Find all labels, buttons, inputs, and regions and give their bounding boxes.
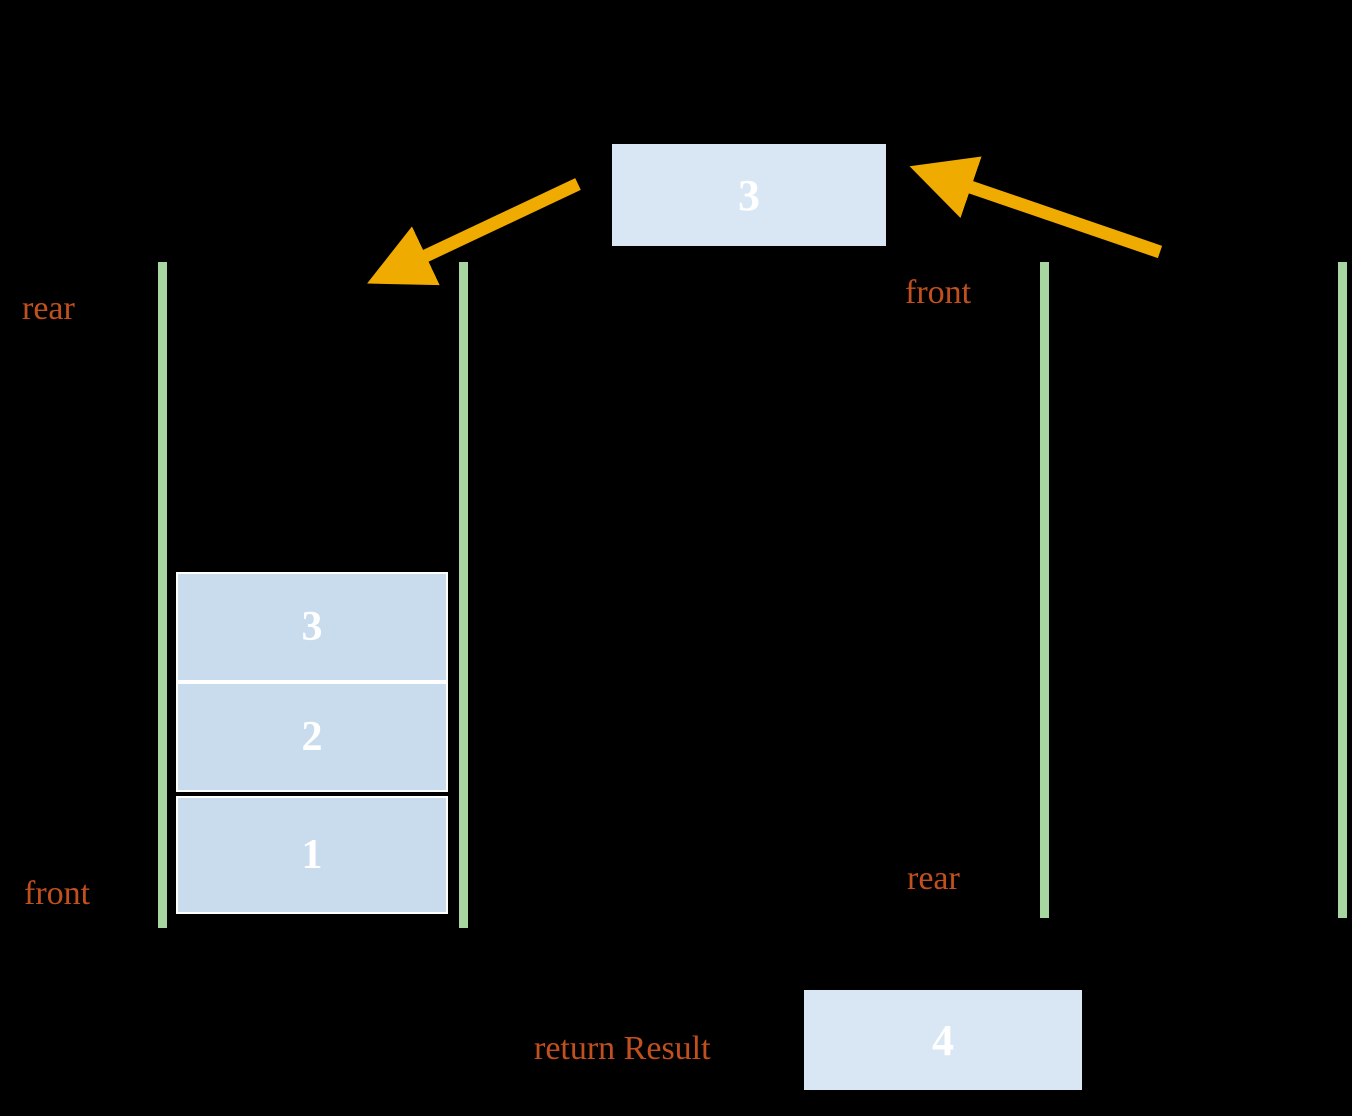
- right-queue-rear-label: rear: [907, 860, 960, 897]
- moving-element-box: 3: [612, 144, 886, 246]
- left-queue-front-label: front: [24, 875, 91, 912]
- return-result-label: return Result: [534, 1030, 711, 1067]
- left-queue-cell-3: 3: [176, 572, 448, 682]
- left-queue-cell-2: 2: [176, 682, 448, 792]
- arrow-to-left-queue: [367, 178, 581, 286]
- left-queue-rail-right: [459, 262, 468, 928]
- left-queue-rear-label: rear: [22, 290, 75, 327]
- right-queue-rail-left: [1040, 262, 1049, 918]
- left-queue-rail-left: [158, 262, 167, 928]
- right-queue-rail-right: [1338, 262, 1347, 918]
- arrow-from-right-queue: [909, 156, 1163, 259]
- return-result-box: 4: [804, 990, 1082, 1090]
- right-queue-front-label: front: [905, 274, 972, 311]
- left-queue-cell-1: 1: [176, 796, 448, 914]
